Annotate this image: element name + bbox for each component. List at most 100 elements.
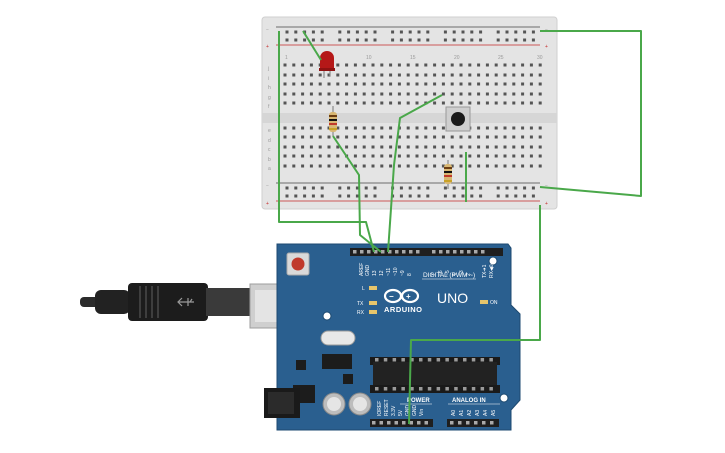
pin-label-4: 4 (452, 273, 458, 276)
header-pin (409, 250, 413, 254)
breadboard-rail-hole (496, 186, 500, 190)
resistor-1[interactable] (329, 106, 337, 136)
breadboard-hole (529, 164, 533, 168)
chip-pin (419, 387, 423, 391)
breadboard-rail-hole (364, 194, 368, 198)
breadboard-hole (309, 145, 313, 149)
breadboard-hole (380, 63, 384, 67)
arduino-logo: − + (383, 288, 420, 304)
pin-label-6: ~6 (438, 270, 444, 276)
wire-gnd-rail-to-arduino[interactable] (278, 31, 375, 253)
breadboard-rail-hole (338, 186, 342, 190)
breadboard-hole (512, 126, 516, 130)
breadboard-rail-hole (523, 30, 527, 34)
breadboard-rail-hole (364, 30, 368, 34)
pin-label-3v3: 3.3V (391, 405, 397, 416)
usb-interface-chip (322, 354, 352, 369)
breadboard-hole (380, 135, 384, 139)
small-regulator (343, 374, 353, 384)
header-pin (416, 250, 420, 254)
breadboard-hole (292, 126, 296, 130)
wire-led-to-rail[interactable] (302, 30, 322, 61)
breadboard-hole (362, 145, 366, 149)
breadboard-rail-hole (514, 186, 518, 190)
breadboard-hole (477, 135, 481, 139)
breadboard-hole (397, 145, 401, 149)
wire-button-to-pin-12[interactable] (387, 94, 443, 253)
header-pin (388, 250, 392, 254)
breadboard-rail-hole (320, 30, 324, 34)
breadboard-hole (433, 92, 437, 96)
breadboard-hole (345, 126, 349, 130)
breadboard-center-channel (262, 113, 557, 123)
breadboard-hole (301, 126, 305, 130)
breadboard-hole (450, 73, 454, 77)
ic-socket-top (370, 357, 500, 365)
power-header-pins (372, 421, 428, 425)
push-button[interactable] (445, 106, 471, 132)
breadboard-hole (485, 154, 489, 158)
breadboard-hole (345, 101, 349, 105)
usb-plug-neck (206, 288, 251, 316)
breadboard-hole (459, 164, 463, 168)
breadboard-hole (406, 63, 410, 67)
breadboard-hole (503, 92, 507, 96)
chip-pin (480, 387, 485, 391)
breadboard-hole (327, 101, 331, 105)
wire-resistor-to-pin-13[interactable] (332, 135, 382, 253)
breadboard-rail-hole (443, 194, 447, 198)
breadboard-hole (538, 126, 542, 130)
chip-pin (463, 387, 467, 391)
breadboard-hole (503, 101, 507, 105)
header-pin (381, 250, 385, 254)
breadboard-hole (292, 92, 296, 96)
breadboard-hole (477, 82, 481, 86)
wire-rail-top-to-bottom[interactable] (539, 30, 642, 197)
atmega-chip-pins (375, 358, 493, 391)
breadboard-hole (397, 101, 401, 105)
row-letter-f: f (268, 104, 270, 110)
red-led[interactable] (319, 51, 335, 78)
breadboard-hole (362, 126, 366, 130)
breadboard-rail-hole (470, 194, 474, 198)
breadboard-rail-hole (320, 186, 324, 190)
breadboard-hole (389, 82, 393, 86)
usb-plug-grip (139, 286, 159, 318)
breadboard-rail-hole (531, 38, 535, 42)
breadboard-rail-hole (347, 30, 351, 34)
breadboard-hole (301, 82, 305, 86)
breadboard-rail-hole (294, 30, 298, 34)
breadboard-hole (397, 135, 401, 139)
breadboard-hole (292, 164, 296, 168)
digital-pwm-label: DIGITAL (PWM ~) (423, 272, 475, 279)
breadboard-hole (538, 82, 542, 86)
pin-label-10: ~10 (393, 267, 399, 276)
breadboard-hole (397, 92, 401, 96)
breadboard-hole (459, 82, 463, 86)
push-button-cap[interactable] (451, 112, 465, 126)
breadboard-hole (529, 135, 533, 139)
power-label: POWER (407, 398, 430, 404)
breadboard-hole (345, 92, 349, 96)
header-pin (417, 421, 421, 425)
breadboard-hole (512, 135, 516, 139)
wire-rail-to-5v[interactable] (408, 205, 541, 425)
header-pin (474, 421, 478, 425)
header-pin (432, 250, 436, 254)
resistor-2[interactable] (444, 160, 452, 189)
breadboard-hole (538, 145, 542, 149)
chip-pin (427, 358, 432, 362)
breadboard-hole (371, 154, 375, 158)
header-pin (460, 250, 464, 254)
breadboard-hole (345, 135, 349, 139)
breadboard-hole (318, 92, 322, 96)
breadboard-hole (301, 92, 305, 96)
rail-minus-label-right-bottom: − (545, 183, 548, 189)
reset-button-cap[interactable] (291, 257, 305, 271)
breadboard-rail-hole (320, 38, 324, 42)
breadboard-hole (301, 154, 305, 158)
breadboard-rail-hole (426, 38, 430, 42)
breadboard-hole (353, 126, 357, 130)
breadboard-rail-hole (399, 38, 403, 42)
breadboard-hole (327, 145, 331, 149)
